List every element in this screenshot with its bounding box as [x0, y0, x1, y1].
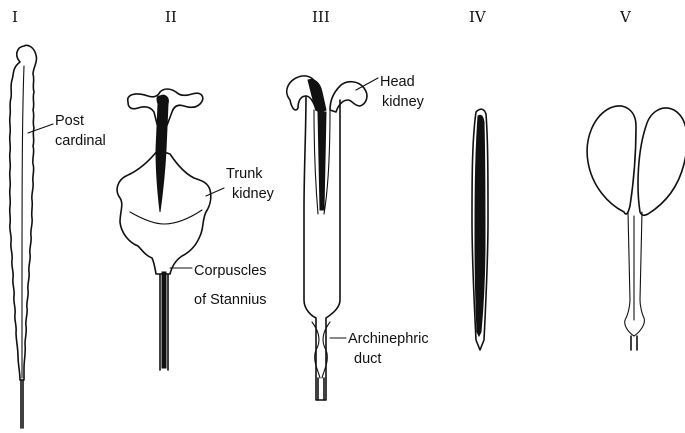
figure-2-kidney	[117, 89, 211, 370]
archinephric-label-2: duct	[354, 351, 381, 367]
archinephric-label-1: Archinephric	[348, 331, 429, 347]
post-cardinal-label-1: Post	[55, 113, 84, 129]
numeral-1: I	[12, 8, 18, 26]
trunk-kidney-leader	[206, 188, 224, 196]
head-kidney-label-1: Head	[380, 74, 415, 90]
figure-4-kidney	[472, 109, 488, 350]
numeral-2: II	[165, 8, 177, 26]
figure-1-kidney	[10, 45, 37, 428]
corpuscles-label-2: of Stannius	[194, 292, 267, 308]
trunk-kidney-label-2: kidney	[232, 186, 275, 202]
head-kidney-label-2: kidney	[382, 94, 425, 110]
numeral-5: V	[619, 8, 632, 26]
post-cardinal-label-2: cardinal	[55, 133, 106, 149]
figure-5-kidney	[587, 106, 685, 350]
post-cardinal-leader	[28, 124, 53, 133]
numeral-3: III	[312, 8, 330, 26]
numeral-4: IV	[469, 8, 487, 26]
trunk-kidney-label-1: Trunk	[226, 166, 263, 182]
corpuscles-label-1: Corpuscles	[194, 263, 267, 279]
